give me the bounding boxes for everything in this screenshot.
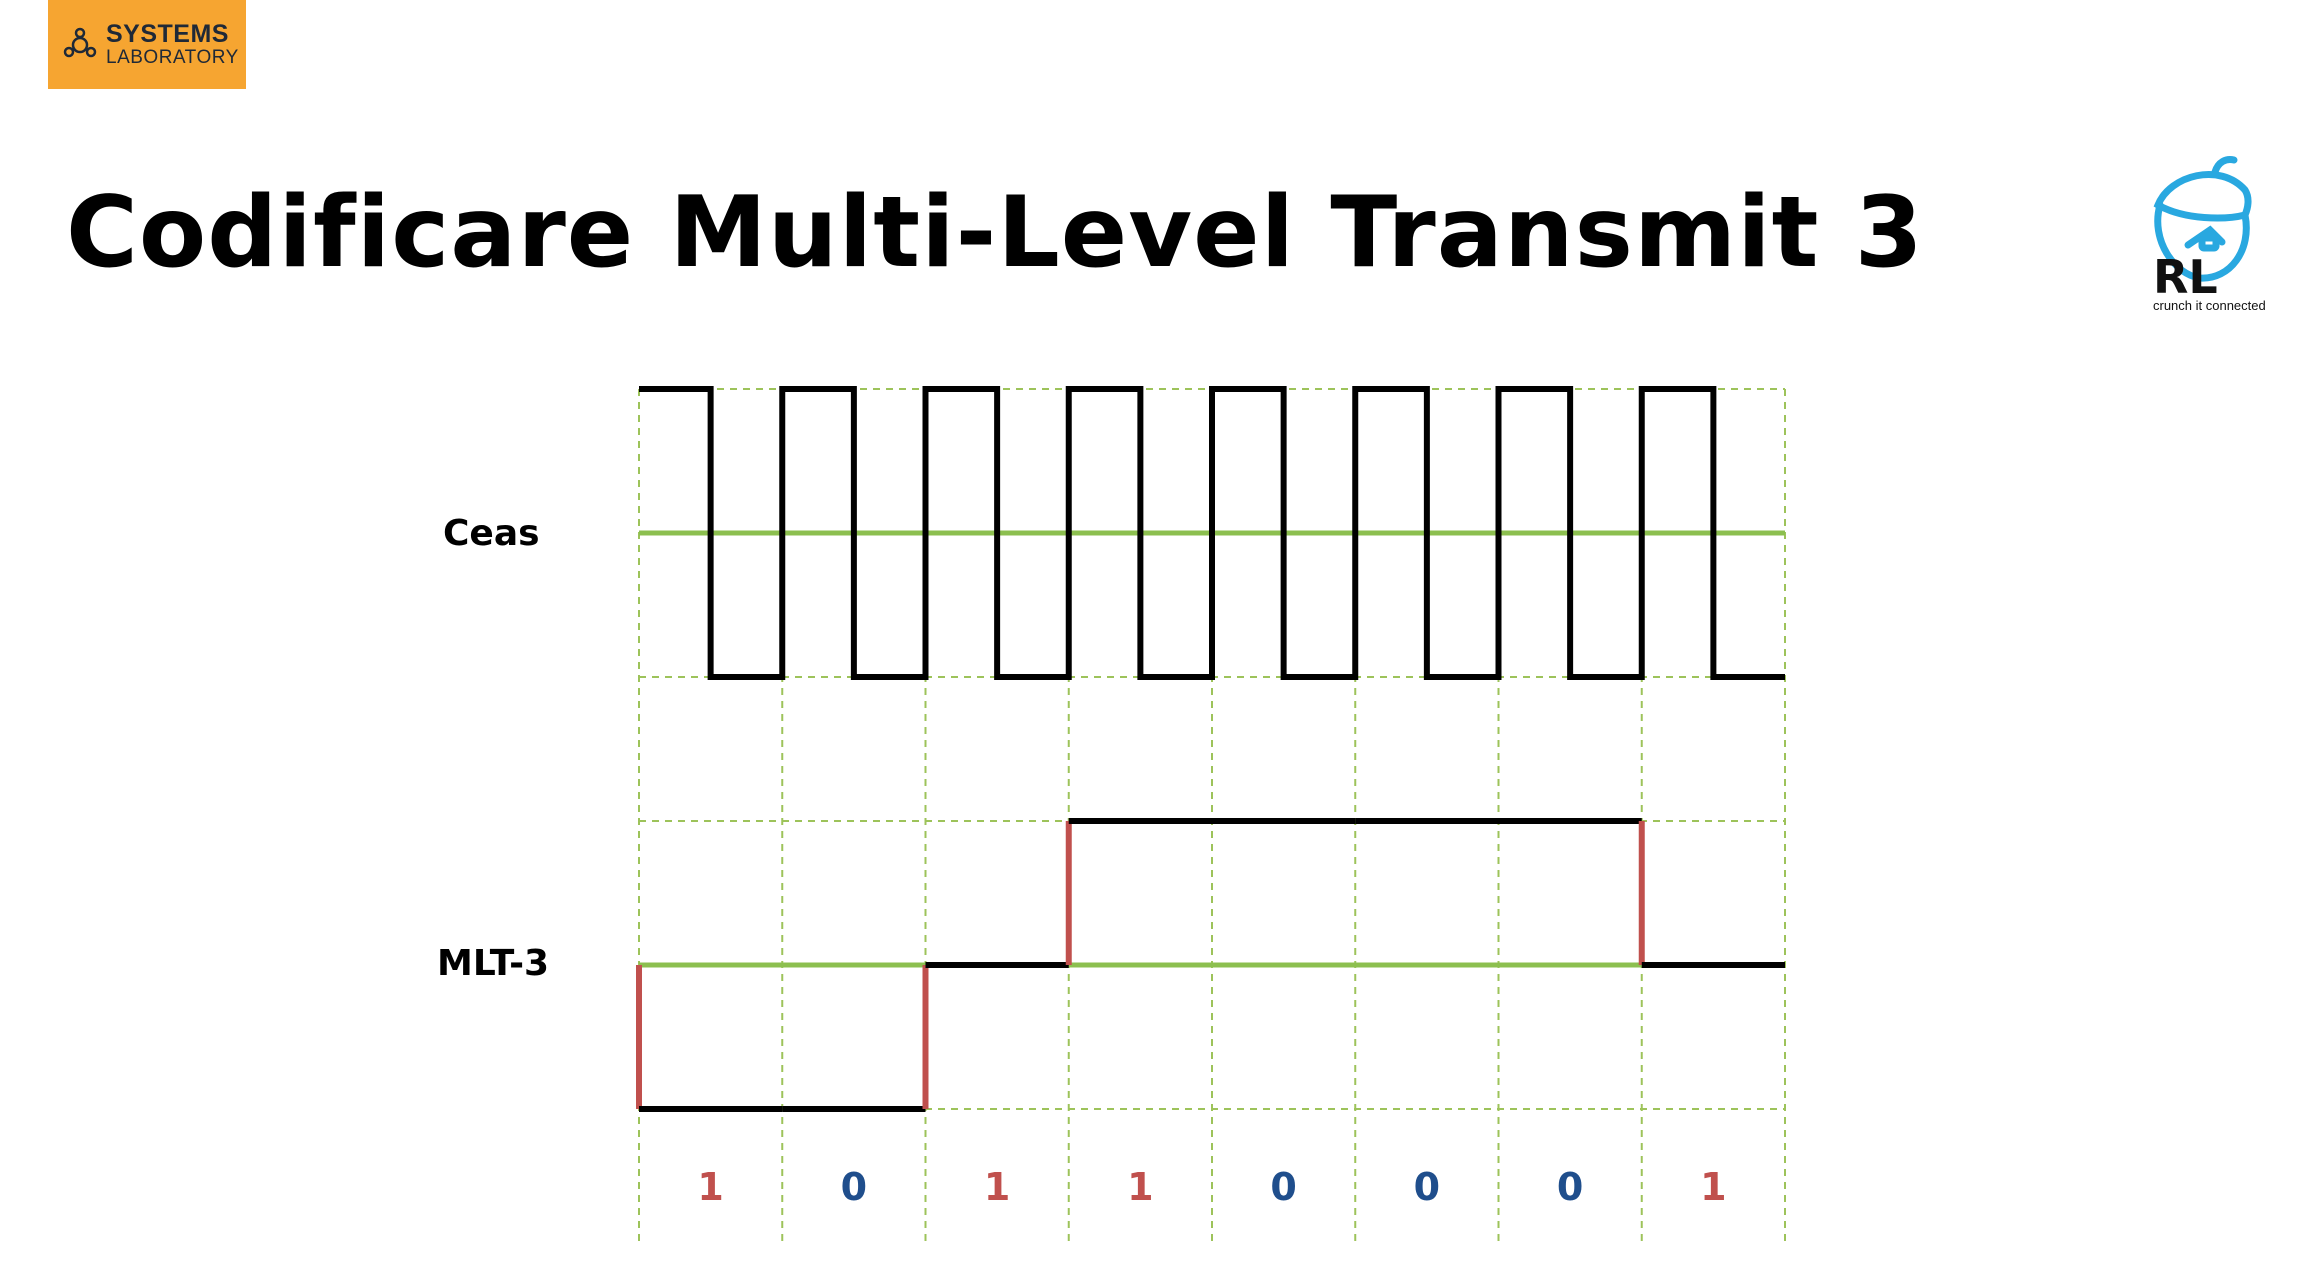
bit-label: 0 xyxy=(841,1165,867,1209)
mlt3-waveform xyxy=(636,818,1785,1112)
logo-line1: SYSTEMS xyxy=(106,20,229,48)
mlt3-label: MLT-3 xyxy=(437,943,549,984)
bit-labels: 1 0 1 1 0 0 0 1 xyxy=(697,1165,1726,1209)
bit-label: 0 xyxy=(1557,1165,1583,1209)
clock-waveform xyxy=(639,386,1785,680)
bit-label: 1 xyxy=(1127,1165,1153,1209)
logo-line2: LABORATORY xyxy=(106,47,239,68)
clock-label: Ceas xyxy=(443,513,540,554)
rl-logo-tagline: crunch it connected xyxy=(2153,298,2266,313)
rl-logo-letters: RL xyxy=(2153,250,2218,304)
clock-signal-line xyxy=(639,386,1785,680)
logo-gear-icon xyxy=(63,27,97,57)
bit-label: 0 xyxy=(1414,1165,1440,1209)
systems-laboratory-logo: SYSTEMS LABORATORY xyxy=(48,0,246,89)
slide-title: Codificare Multi-Level Transmit 3 xyxy=(66,176,1924,290)
bit-label: 1 xyxy=(1700,1165,1726,1209)
bit-label: 1 xyxy=(984,1165,1010,1209)
acorn-network-icon xyxy=(2153,156,2252,282)
bit-label: 0 xyxy=(1270,1165,1296,1209)
bit-label: 1 xyxy=(697,1165,723,1209)
